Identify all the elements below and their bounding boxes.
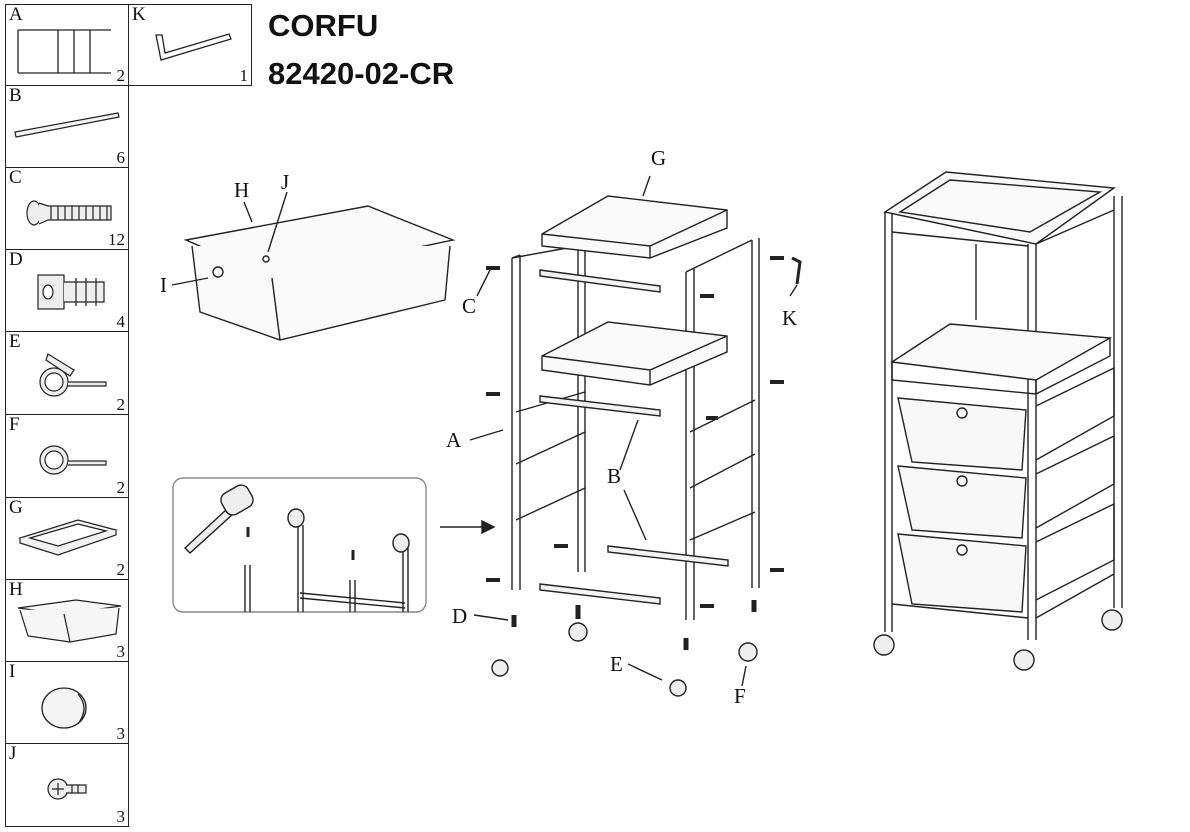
small-screw-icon xyxy=(47,778,87,800)
part-letter: B xyxy=(9,85,22,106)
drawer-illustration xyxy=(183,205,456,341)
part-qty: 12 xyxy=(108,230,125,249)
part-qty: 4 xyxy=(116,312,126,331)
part-qty: 2 xyxy=(116,395,126,414)
tray-icon xyxy=(17,519,119,556)
part-qty: 3 xyxy=(116,642,126,661)
callout-a: A xyxy=(446,428,462,452)
caster-brake-icon xyxy=(39,353,107,397)
part-cell-k: K 1 xyxy=(128,4,252,86)
callout-e: E xyxy=(610,652,623,676)
part-cell-i: I 3 xyxy=(5,661,129,744)
callout-c: C xyxy=(462,294,477,318)
part-letter: A xyxy=(9,4,23,25)
part-letter: G xyxy=(9,497,23,518)
part-cell-d: D 4 xyxy=(5,249,129,332)
product-code: 82420-02-CR xyxy=(268,56,455,91)
plug-icon xyxy=(37,274,105,310)
part-qty: 2 xyxy=(116,66,126,85)
part-cell-g: G 2 xyxy=(5,497,129,580)
product-name: CORFU xyxy=(268,8,379,43)
part-qty: 3 xyxy=(116,807,126,826)
allen-key-icon xyxy=(155,33,232,61)
side-frame-icon xyxy=(17,29,111,74)
part-qty: 2 xyxy=(116,478,126,497)
part-cell-e: E 2 xyxy=(5,331,129,415)
part-cell-a: A 2 xyxy=(5,4,129,86)
part-letter: C xyxy=(9,167,22,188)
drawer-icon xyxy=(17,599,122,643)
callout-g: G xyxy=(651,146,667,170)
bar-icon xyxy=(14,112,120,138)
part-letter: I xyxy=(9,661,16,682)
part-letter: J xyxy=(9,743,17,764)
part-cell-c: C 12 xyxy=(5,167,129,250)
part-letter: D xyxy=(9,249,23,270)
part-letter: K xyxy=(132,4,146,25)
caster-icon xyxy=(39,445,107,475)
detail-inset xyxy=(172,477,427,613)
part-cell-j: J 3 xyxy=(5,743,129,827)
part-cell-f: F 2 xyxy=(5,414,129,498)
callout-f: F xyxy=(734,684,746,708)
callout-k: K xyxy=(782,306,798,330)
part-cell-h: H 3 xyxy=(5,579,129,662)
part-cell-b: B 6 xyxy=(5,85,129,168)
part-qty: 6 xyxy=(116,148,126,167)
callout-i: I xyxy=(160,273,167,297)
assembled-unit xyxy=(873,171,1123,671)
screw-icon xyxy=(26,200,112,226)
part-letter: H xyxy=(9,579,23,600)
part-qty: 2 xyxy=(116,560,126,579)
callout-h: H xyxy=(234,178,250,202)
callout-j: J xyxy=(281,170,290,194)
exploded-frame xyxy=(171,175,802,697)
callout-d: D xyxy=(452,604,468,628)
callout-b: B xyxy=(607,464,622,488)
knob-icon xyxy=(41,687,87,729)
part-qty: 3 xyxy=(116,724,126,743)
part-letter: F xyxy=(9,414,20,435)
part-letter: E xyxy=(9,331,21,352)
part-qty: 1 xyxy=(239,66,249,85)
